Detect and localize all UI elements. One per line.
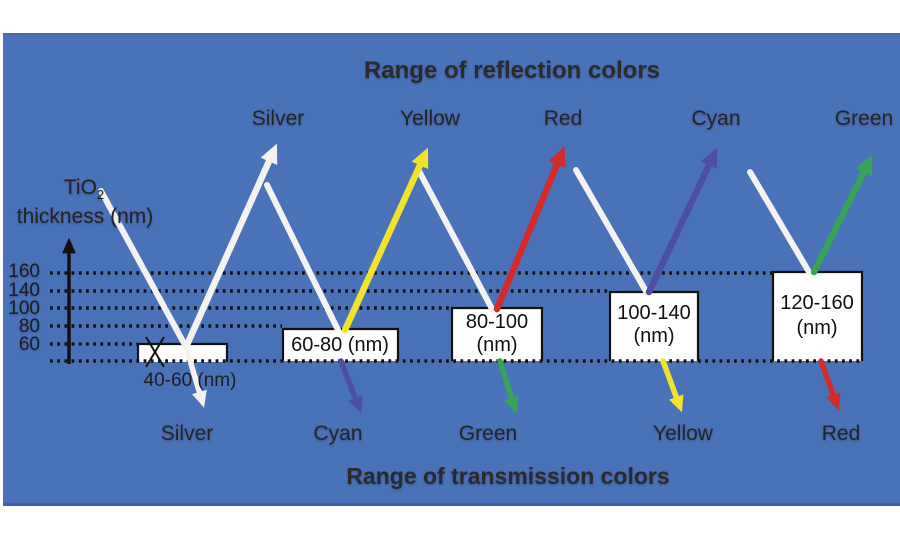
range-box-60-80 xyxy=(283,329,398,361)
range-label-100-140-line2: (nm) xyxy=(633,325,675,347)
transmission-label-green: Green xyxy=(458,422,518,445)
transmission-label-yellow: Yellow xyxy=(653,422,713,445)
range-label-80-100-line1: 80-100 xyxy=(465,311,529,333)
range-box-100-140-border xyxy=(608,290,700,361)
range-label-80-100-line2: (nm) xyxy=(476,334,518,356)
reflected-arrows xyxy=(182,143,873,351)
axis-material-subscript: 2 xyxy=(96,187,105,203)
x-marker xyxy=(145,336,165,368)
range-box-80-100 xyxy=(452,308,542,361)
transmitted-arrow-green xyxy=(497,358,519,414)
x-marker-stroke-2 xyxy=(145,336,165,368)
reflected-arrow-cyan xyxy=(645,147,718,296)
reflection-label-cyan: Cyan xyxy=(691,107,741,130)
transmitted-arrow-yellow xyxy=(660,358,684,413)
axis-tick-80: 80 xyxy=(18,316,40,337)
range-label-100-140: 100-140 (nm) xyxy=(617,302,690,348)
range-label-100-140-line1: 100-140 xyxy=(617,302,691,324)
incident-ray-4 xyxy=(573,167,650,296)
transmitted-arrow-silver xyxy=(183,344,207,408)
transmission-label-silver: Silver xyxy=(160,422,214,445)
axis-material-text: TiO xyxy=(63,176,97,199)
incident-ray-5 xyxy=(747,169,812,275)
transmission-label-red: Red xyxy=(821,422,861,445)
axis-tick-140: 140 xyxy=(8,280,40,301)
thickness-range-boxes xyxy=(136,270,864,362)
transmitted-arrow-cyan xyxy=(338,358,363,414)
incident-ray-2 xyxy=(264,182,341,333)
range-label-60-80: 60-80 (nm) xyxy=(291,334,389,356)
axis-tick-160: 160 xyxy=(8,261,40,282)
reflected-arrow-silver xyxy=(182,143,278,351)
reflection-label-yellow: Yellow xyxy=(400,107,460,130)
range-box-120-160 xyxy=(773,272,862,361)
axis-tick-60: 60 xyxy=(18,334,40,355)
range-box-40-60 xyxy=(138,344,227,362)
reflected-arrow-green xyxy=(810,154,873,276)
reflected-arrow-red xyxy=(493,146,566,313)
reflection-label-silver: Silver xyxy=(251,107,305,130)
range-label-40-60: 40-60 (nm) xyxy=(143,370,237,391)
incident-ray-1 xyxy=(98,188,189,350)
reflection-label-green: Green xyxy=(834,107,894,130)
reflected-arrow-yellow xyxy=(341,147,429,334)
transmitted-arrows xyxy=(183,344,841,414)
reflection-label-red: Red xyxy=(543,107,583,130)
reflection-title: Range of reflection colors xyxy=(363,57,661,84)
range-label-80-100: 80-100 (nm) xyxy=(466,311,528,357)
transmission-title: Range of transmission colors xyxy=(346,463,670,489)
range-label-120-160-line2: (nm) xyxy=(796,317,838,339)
diagram-panel xyxy=(3,33,900,506)
dotted-gridlines xyxy=(50,271,772,346)
axis-thickness-label: thickness (nm) xyxy=(16,205,154,228)
incident-rays xyxy=(98,167,812,350)
transmission-label-cyan: Cyan xyxy=(313,422,363,445)
range-label-120-160-line1: 120-160 xyxy=(780,292,854,314)
axis-material-label: TiO2 xyxy=(64,176,104,202)
axis-tick-100: 100 xyxy=(8,298,40,319)
range-box-100-140 xyxy=(610,292,698,361)
transmitted-arrow-red xyxy=(818,358,841,411)
incident-ray-3 xyxy=(416,168,495,312)
range-label-120-160: 120-160 (nm) xyxy=(780,291,853,341)
